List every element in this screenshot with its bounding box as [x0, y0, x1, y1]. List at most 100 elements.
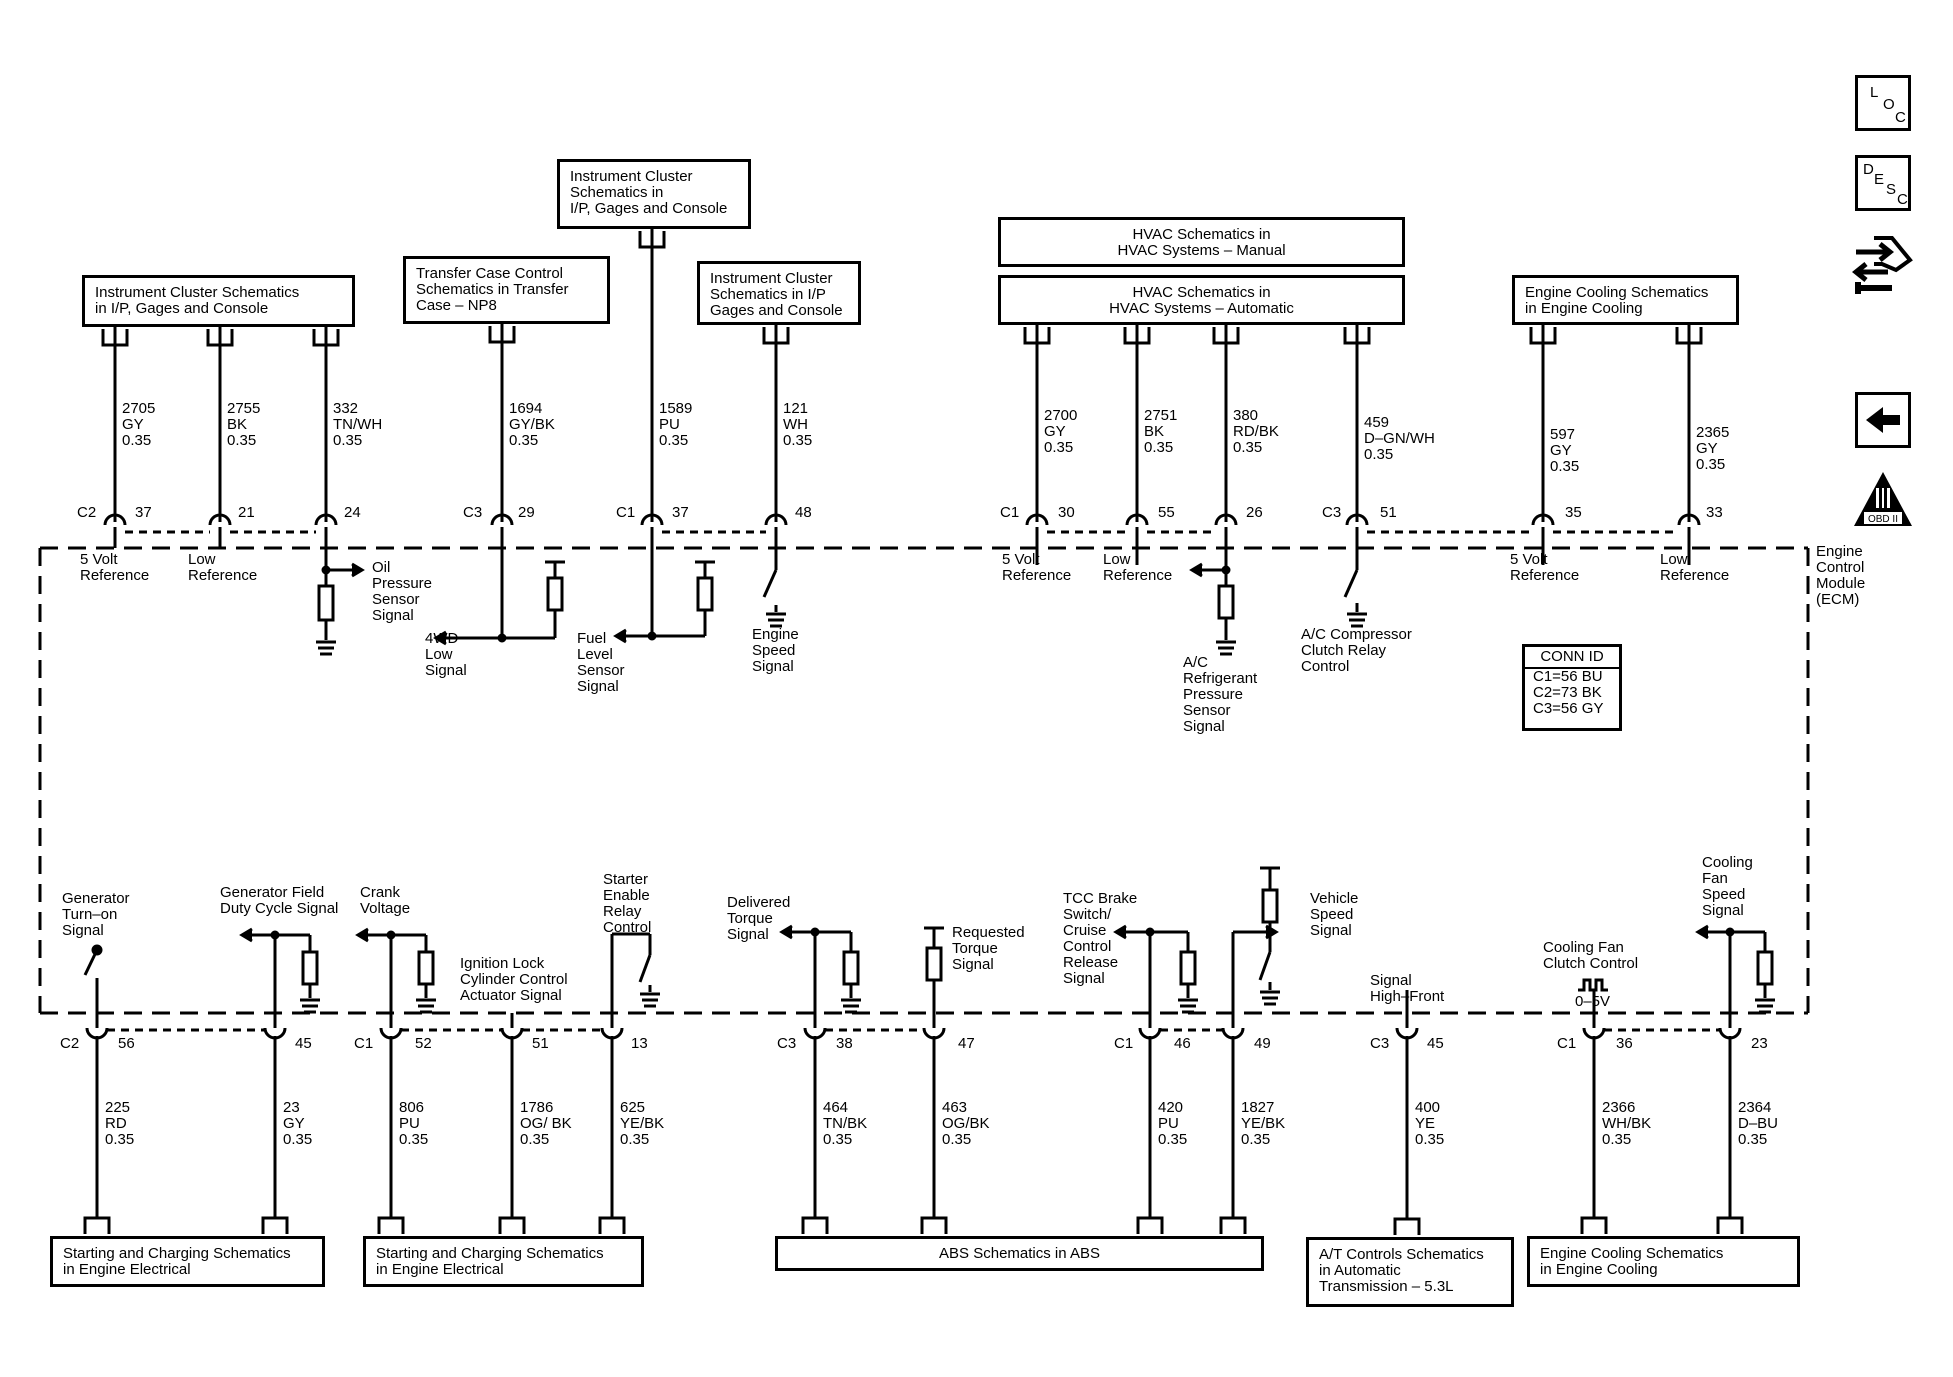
box-engine-cooling-bottom[interactable]: Engine Cooling Schematics in Engine Cool…: [1527, 1236, 1800, 1287]
terminal: [762, 327, 790, 345]
resistor: [1179, 950, 1197, 986]
connector-label: C3: [1370, 1035, 1390, 1052]
wire-color: D–BU: [1738, 1115, 1779, 1132]
signal-label: Signal High–Front: [1370, 972, 1445, 1005]
box-instrument-cluster-3[interactable]: Instrument Cluster Schematics in I/P Gag…: [697, 261, 861, 325]
resistor: [546, 576, 564, 612]
terminal: [1023, 327, 1051, 345]
signal-label: Cooling Fan Clutch Control: [1543, 939, 1639, 972]
box-abs[interactable]: ABS Schematics in ABS: [775, 1236, 1264, 1271]
connector-cup: [490, 513, 514, 526]
terminal: [920, 1216, 948, 1234]
terminal: [598, 1216, 626, 1234]
wire-gauge: 0.35: [1415, 1131, 1445, 1148]
box-starting-charging-2[interactable]: Starting and Charging Schematics in Engi…: [363, 1236, 644, 1287]
arrow: [239, 927, 253, 943]
arrow: [613, 628, 627, 644]
pin-number: 46: [1174, 1035, 1191, 1052]
wire-color: BK: [1144, 423, 1165, 440]
connector-cup: [640, 513, 664, 526]
box-engine-cooling-top[interactable]: Engine Cooling Schematics in Engine Cool…: [1512, 275, 1739, 325]
back-arrow-icon[interactable]: [1855, 392, 1911, 448]
signal-label: Generator Field Duty Cycle Signal: [220, 884, 339, 917]
wire-gauge: 0.35: [1158, 1131, 1188, 1148]
signal-label: Vehicle Speed Signal: [1310, 890, 1359, 939]
box-transfer-case-control[interactable]: Transfer Case Control Schematics in Tran…: [403, 256, 610, 324]
wire-gauge: 0.35: [1364, 446, 1394, 463]
signal-label: Low Reference: [1660, 551, 1730, 584]
wire-color: D–GN/WH: [1364, 430, 1435, 447]
terminal: [377, 1216, 405, 1234]
module-label: Engine Control Module (ECM): [1816, 543, 1866, 608]
terminal: [1716, 1216, 1744, 1234]
terminal: [1675, 327, 1703, 345]
wire-gauge: 0.35: [942, 1131, 972, 1148]
connector-cup: [1025, 513, 1049, 526]
pin-number: 51: [532, 1035, 549, 1052]
terminal: [801, 1216, 829, 1234]
wire-gauge: 0.35: [1241, 1131, 1271, 1148]
resistor: [1261, 888, 1279, 924]
wire-gauge: 0.35: [399, 1131, 429, 1148]
signal-label: Generator Turn–on Signal: [62, 890, 130, 939]
conn-id-row: C1=56 BU: [1533, 668, 1603, 685]
conn-id-row: C2=73 BK: [1533, 684, 1602, 701]
wire-color: BK: [227, 416, 248, 433]
wire-circuit: 23: [283, 1099, 300, 1116]
box-starting-charging-1[interactable]: Starting and Charging Schematics in Engi…: [50, 1236, 325, 1287]
resistor: [1217, 584, 1235, 620]
resistor: [925, 946, 943, 982]
signal-label: 5 Volt Reference: [80, 551, 150, 584]
wire-circuit: 2700: [1044, 407, 1078, 424]
pin-number: 36: [1616, 1035, 1633, 1052]
box-instrument-cluster-2[interactable]: Instrument Cluster Schematics in I/P, Ga…: [557, 159, 751, 229]
wire-color: GY: [122, 416, 144, 433]
wire-circuit: 332: [333, 400, 359, 417]
wire-circuit: 464: [823, 1099, 849, 1116]
connector-repair-icon[interactable]: [1852, 230, 1914, 302]
wire-color: TN/BK: [823, 1115, 868, 1132]
ground: [1178, 998, 1198, 1014]
signal-label: Low Reference: [1103, 551, 1173, 584]
ground: [1216, 640, 1236, 656]
wire-color: GY: [1696, 440, 1718, 457]
signal-label: Ignition Lock Cylinder Control Actuator …: [460, 955, 568, 1004]
location-icon[interactable]: L O C: [1855, 75, 1911, 131]
connector-cup: [103, 513, 127, 526]
arrow: [779, 924, 793, 940]
wire-gauge: 0.35: [783, 432, 813, 449]
wire-circuit: 806: [399, 1099, 425, 1116]
wire-circuit: 463: [942, 1099, 968, 1116]
terminal: [1529, 327, 1557, 345]
arrow: [1113, 924, 1127, 940]
pin-number: 30: [1058, 504, 1075, 521]
connector-label: C3: [463, 504, 483, 521]
wire-circuit: 225: [105, 1099, 131, 1116]
signal-label: 5 Volt Reference: [1510, 551, 1580, 584]
connector-cup: [1214, 513, 1238, 526]
pin-number: 52: [415, 1035, 432, 1052]
box-hvac-manual[interactable]: HVAC Schematics in HVAC Systems – Manual: [998, 217, 1405, 267]
ground: [766, 612, 786, 628]
box-instrument-cluster-1[interactable]: Instrument Cluster Schematics in I/P, Ga…: [82, 275, 355, 327]
arrow: [351, 562, 365, 578]
box-hvac-automatic[interactable]: HVAC Schematics in HVAC Systems – Automa…: [998, 275, 1405, 325]
wire-color: GY/BK: [509, 416, 555, 433]
terminal: [261, 1216, 289, 1234]
wire-color: RD: [105, 1115, 127, 1132]
description-icon[interactable]: D E S C: [1855, 155, 1911, 211]
arrow: [1189, 562, 1203, 578]
pin-number: 55: [1158, 504, 1175, 521]
box-at-controls[interactable]: A/T Controls Schematics in Automatic Tra…: [1306, 1237, 1514, 1307]
wire-circuit: 1694: [509, 400, 543, 417]
connector-cup: [764, 513, 788, 526]
wire-circuit: 380: [1233, 407, 1259, 424]
wire-color: GY: [1044, 423, 1066, 440]
